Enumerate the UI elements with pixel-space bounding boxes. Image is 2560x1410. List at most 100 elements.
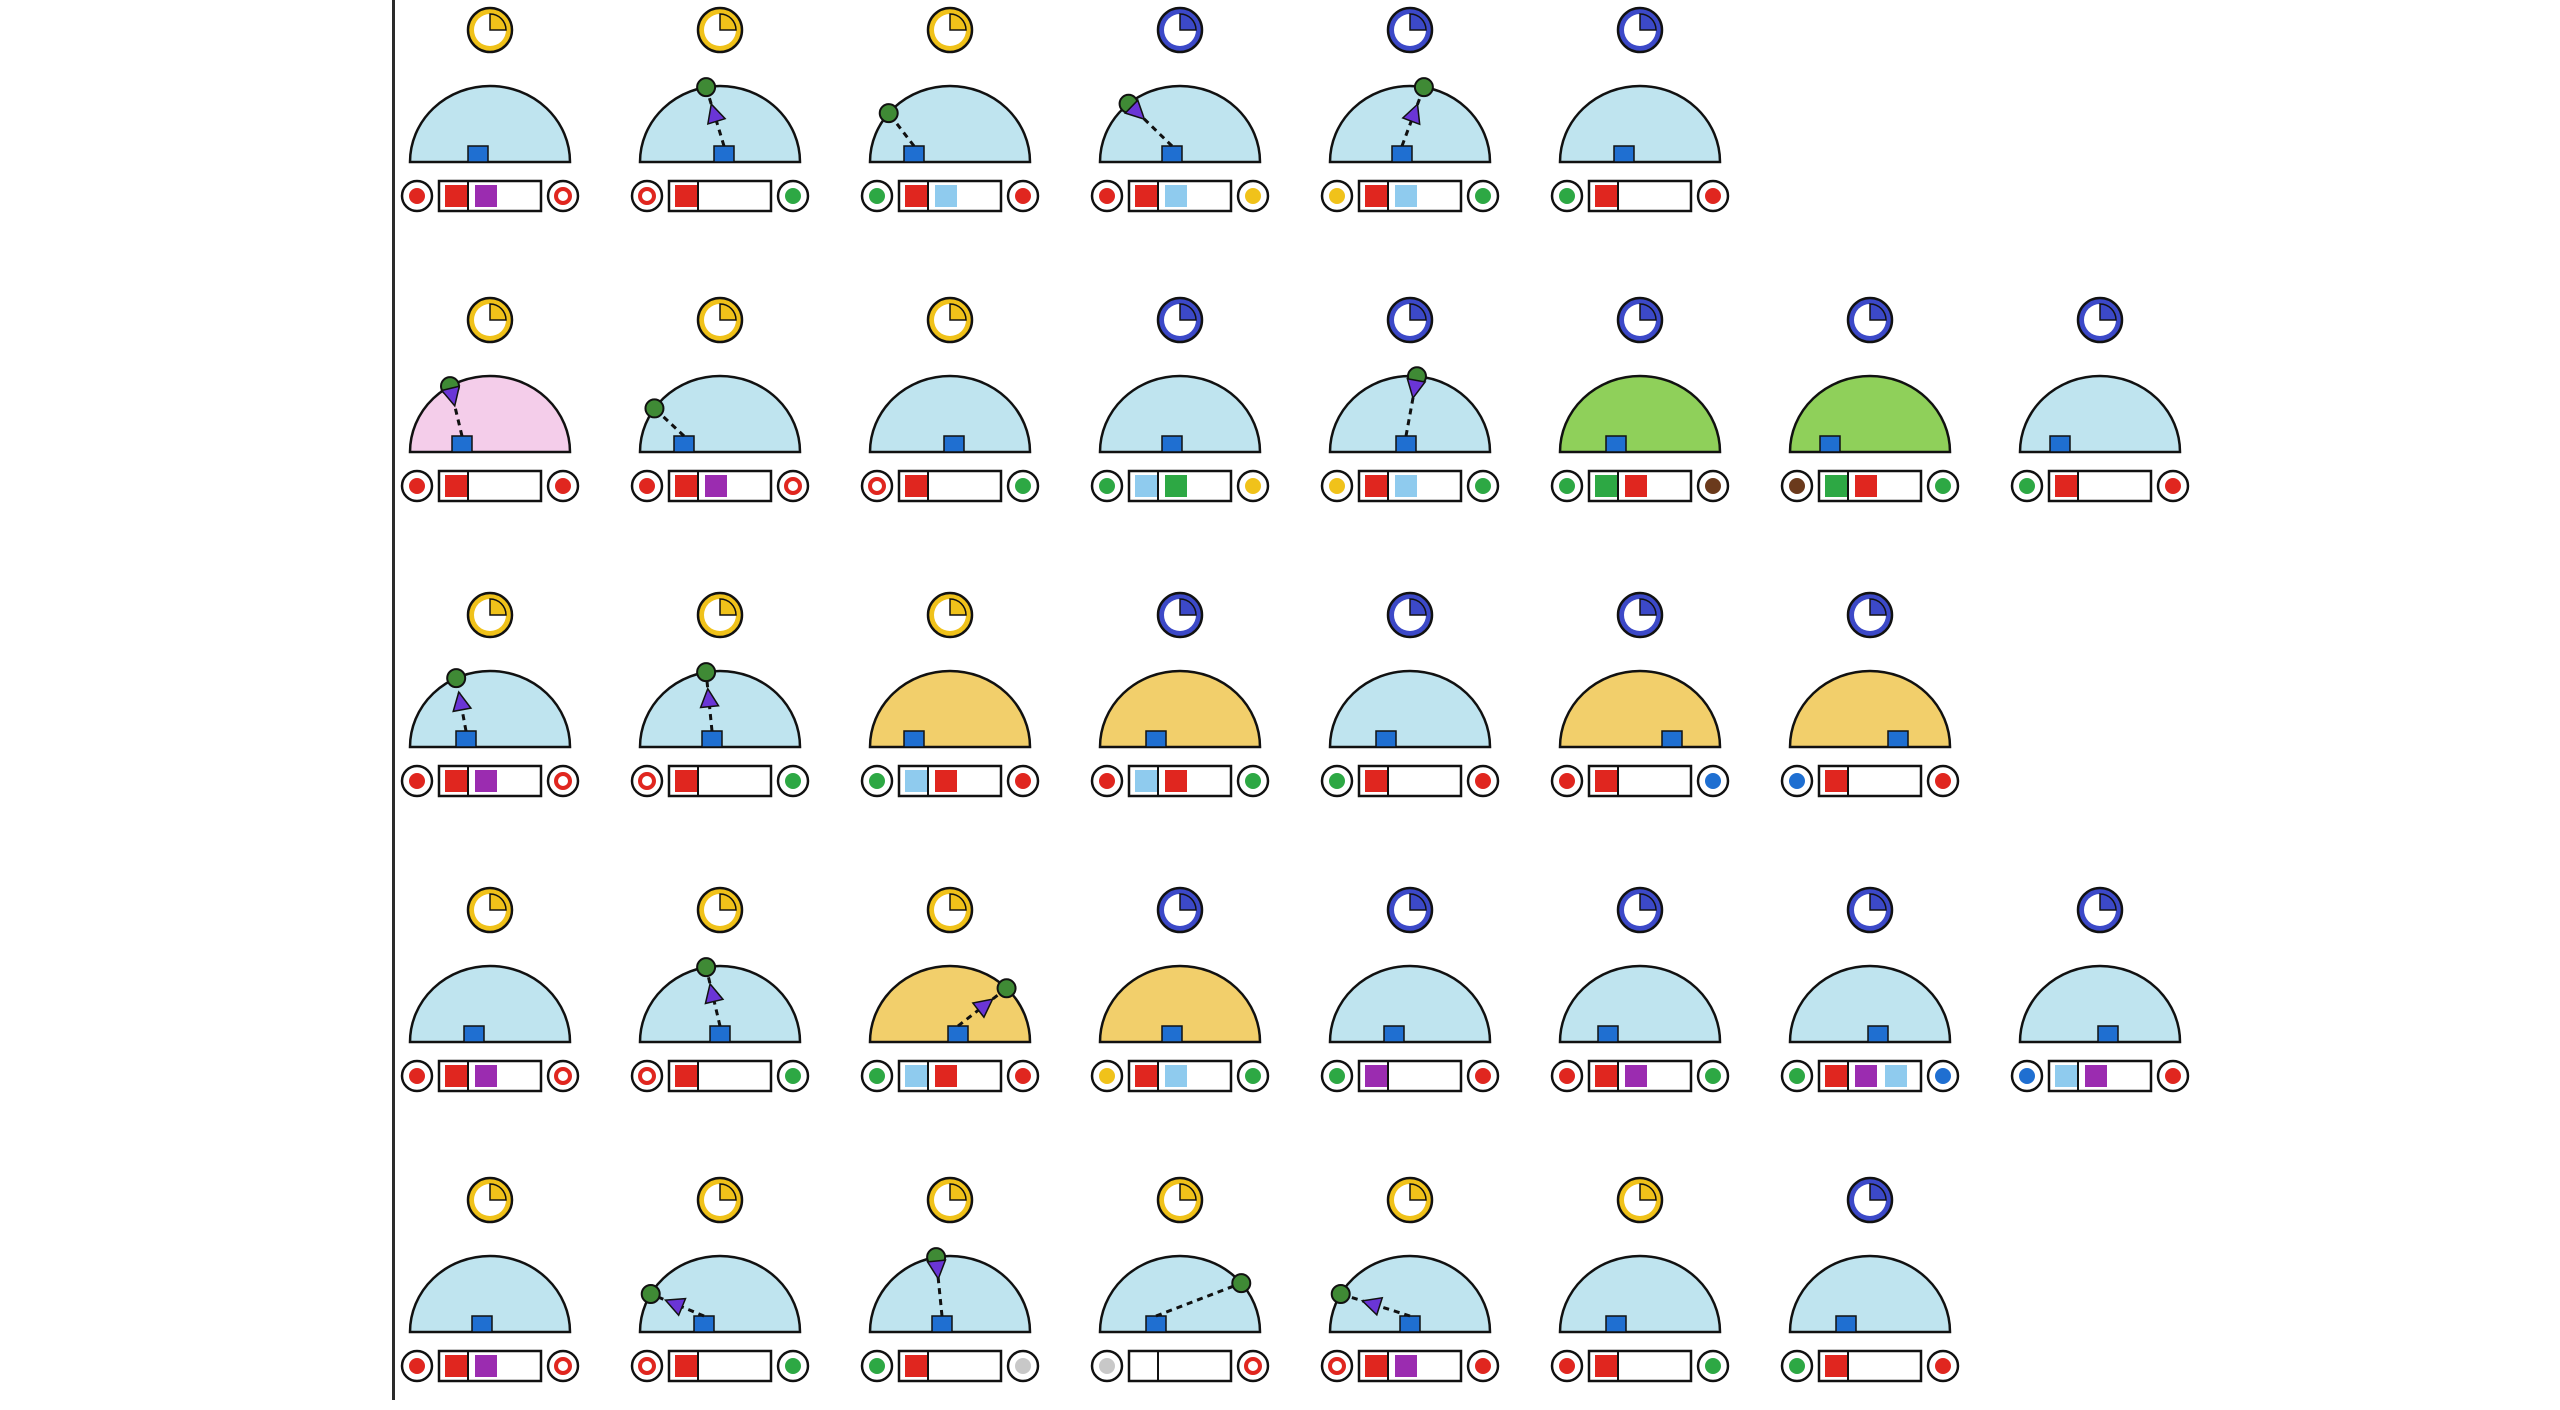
target-node: [996, 978, 1017, 999]
wheel-hub: [1245, 478, 1261, 494]
cargo-item: [1395, 475, 1417, 497]
clock-icon: [1846, 591, 1894, 639]
right-wheel-icon: [1696, 469, 1730, 503]
left-wheel-icon: [2010, 1059, 2044, 1093]
clock-icon: [466, 886, 514, 934]
clock-icon: [1616, 591, 1664, 639]
robot-sketch-svg: [400, 6, 580, 213]
clock-fill-wedge: [1409, 303, 1427, 321]
wheel-hub: [409, 188, 425, 204]
clock-icon: [1156, 591, 1204, 639]
robot-sketch: [1315, 290, 1505, 530]
clock-icon: [2076, 886, 2124, 934]
clock-icon: [1846, 1176, 1894, 1224]
wheel-hub: [638, 772, 656, 790]
clock-icon: [1616, 1176, 1664, 1224]
cargo-item: [475, 770, 497, 792]
target-node: [878, 103, 899, 124]
cargo-box: [1127, 1349, 1233, 1383]
wheel-hub: [1099, 188, 1115, 204]
clock-fill-wedge: [949, 893, 967, 911]
robot-sketch: [395, 0, 585, 240]
path-dashed-line: [448, 385, 464, 437]
robot-body: [1605, 1315, 1627, 1333]
wheel-hub: [1705, 478, 1721, 494]
right-wheel-icon: [546, 1349, 580, 1383]
direction-arrow: [704, 982, 725, 1005]
robot-body: [1605, 435, 1627, 453]
dome-shape: [408, 374, 572, 454]
robot-sketch: [1315, 585, 1505, 825]
right-wheel-icon: [1466, 179, 1500, 213]
robot-sketch: [855, 585, 1045, 825]
dome-shape: [868, 374, 1032, 454]
left-wheel-icon: [630, 1349, 664, 1383]
dome-shape: [408, 84, 572, 164]
clock-icon: [926, 6, 974, 54]
robot-sketch: [2005, 880, 2195, 1120]
wheel-hub: [785, 773, 801, 789]
robot-body: [1383, 1025, 1405, 1043]
robot-sketch-svg: [1780, 1176, 1960, 1383]
cargo-item: [935, 185, 957, 207]
cargo-item: [1135, 770, 1157, 792]
clock-fill-wedge: [719, 598, 737, 616]
left-wheel-icon: [1320, 1059, 1354, 1093]
wheel-hub: [1789, 1358, 1805, 1374]
dome-shape: [1098, 964, 1262, 1044]
direction-arrow: [452, 690, 473, 713]
direction-arrow: [699, 687, 720, 709]
target-node: [1413, 77, 1434, 98]
robot-sketch: [395, 290, 585, 530]
robot-sketch-svg: [630, 591, 810, 798]
clock-icon: [1156, 6, 1204, 54]
robot-body: [1375, 730, 1397, 748]
cargo-item: [1595, 1065, 1617, 1087]
direction-arrow: [1360, 1296, 1384, 1317]
wheel-hub: [1935, 1358, 1951, 1374]
page-margin-line: [392, 0, 395, 1400]
robot-sketch: [1085, 290, 1275, 530]
robot-sketch: [1085, 1170, 1275, 1410]
left-wheel-icon: [1320, 764, 1354, 798]
left-wheel-icon: [1550, 1059, 1584, 1093]
right-wheel-icon: [1006, 469, 1040, 503]
dome-shape: [1788, 669, 1952, 749]
right-wheel-icon: [1466, 1059, 1500, 1093]
wheel-hub: [1099, 773, 1115, 789]
right-wheel-icon: [1006, 179, 1040, 213]
clock-fill-wedge: [1179, 1183, 1197, 1201]
left-wheel-icon: [630, 764, 664, 798]
wheel-hub: [869, 1068, 885, 1084]
clock-fill-wedge: [719, 303, 737, 321]
wheel-hub: [409, 773, 425, 789]
right-wheel-icon: [2156, 469, 2190, 503]
robot-body: [709, 1025, 731, 1043]
wheel-hub: [1245, 773, 1261, 789]
robot-sketch-svg: [860, 296, 1040, 503]
clock-icon: [1846, 886, 1894, 934]
clock-fill-wedge: [489, 1183, 507, 1201]
clock-icon: [696, 886, 744, 934]
left-wheel-icon: [400, 469, 434, 503]
robot-sketch: [625, 290, 815, 530]
right-wheel-icon: [546, 469, 580, 503]
dome-shape: [2018, 964, 2182, 1044]
robot-body: [1613, 145, 1635, 163]
wheel-hub: [1559, 1068, 1575, 1084]
clock-icon: [1616, 296, 1664, 344]
wheel-hub: [1789, 773, 1805, 789]
robot-sketch: [1315, 0, 1505, 240]
dome-shape: [868, 669, 1032, 749]
right-wheel-icon: [546, 764, 580, 798]
clock-icon: [1386, 591, 1434, 639]
robot-sketch-svg: [1320, 296, 1500, 503]
robot-sketch: [855, 1170, 1045, 1410]
robot-body: [1399, 1315, 1421, 1333]
clock-icon: [466, 6, 514, 54]
dome-shape: [1098, 669, 1262, 749]
wheel-hub: [1244, 1357, 1262, 1375]
wheel-hub: [1475, 773, 1491, 789]
robot-body: [1145, 730, 1167, 748]
clock-fill-wedge: [719, 893, 737, 911]
